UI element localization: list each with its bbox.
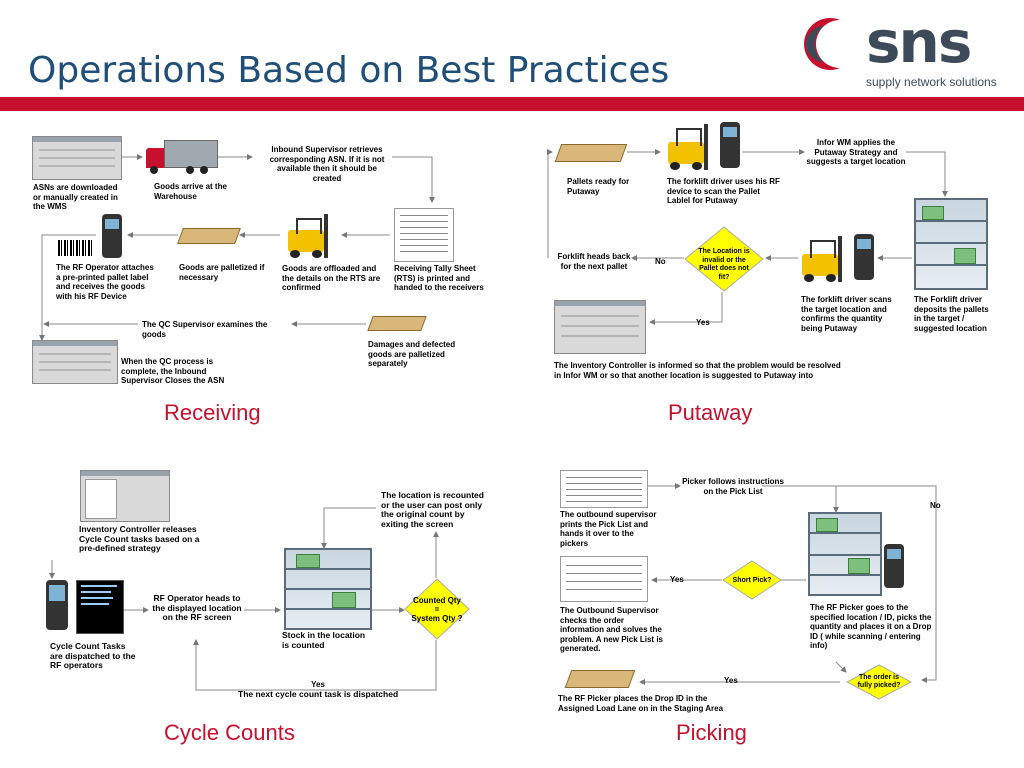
picking-section-title: Picking <box>676 720 747 745</box>
picking-prints-list-text: The outbound supervisor prints the Pick … <box>560 510 657 548</box>
picking-rack-icon <box>808 512 882 596</box>
picking-short-pick-diamond <box>722 560 782 600</box>
picking-places-drop-text: The RF Picker places the Drop ID in the … <box>558 694 724 713</box>
forklift-icon <box>284 214 336 258</box>
sns-logo-icon <box>800 14 860 74</box>
cycle-release-screen-image <box>80 470 170 522</box>
cycle-rack-icon <box>284 548 372 630</box>
damaged-pallet-icon <box>367 316 427 331</box>
pick-list-image <box>560 470 648 508</box>
cycle-recounted-text: The location is recounted or the user ca… <box>381 490 484 529</box>
cycle-rf-screen-image <box>76 580 124 634</box>
page-title: Operations Based on Best Practices <box>28 50 670 91</box>
picking-rf-device-icon <box>884 544 904 588</box>
putaway-rf-device-icon <box>720 122 740 168</box>
cycle-decision-diamond <box>404 578 470 640</box>
putaway-forklift-back-text: Forklift heads back for the next pallet <box>557 252 631 271</box>
header-divider <box>0 97 1024 111</box>
putaway-decision-diamond <box>684 226 764 292</box>
logo-tagline: supply network solutions <box>866 75 997 89</box>
putaway-inventory-informed-text: The Inventory Controller is informed so … <box>554 361 841 380</box>
putaway-driver-scans-text: The forklift driver scans the target loc… <box>801 295 892 333</box>
receiving-palletized-text: Goods are palletized if necessary <box>179 263 265 282</box>
putaway-yes-label: Yes <box>696 318 710 327</box>
tally-sheet-image <box>394 208 454 262</box>
putaway-deposits-text: The Forklift driver deposits the pallets… <box>914 295 989 333</box>
picking-drop-pallet-icon <box>564 670 636 688</box>
putaway-location-invalid-text: The Location is invalid or the Pallet do… <box>698 248 750 281</box>
receiving-section-title: Receiving <box>164 400 261 425</box>
putaway-forklift-icon <box>666 124 714 170</box>
picking-short-pick-text: Short Pick? <box>732 577 772 584</box>
putaway-section-title: Putaway <box>668 400 753 425</box>
cycle-yes-label: Yes <box>311 680 325 689</box>
asn-screen-image <box>32 136 122 180</box>
picking-fully-picked-text: The order is fully picked? <box>857 674 901 689</box>
putaway-pallets-ready-text: Pallets ready for Putaway <box>567 177 630 196</box>
cycle-dispatched-text: Cycle Count Tasks are dispatched to the … <box>50 641 136 670</box>
barcode-icon <box>58 240 94 256</box>
receiving-goods-arrive-text: Goods arrive at the Warehouse <box>154 182 227 201</box>
putaway-rack-icon <box>914 198 988 290</box>
picking-yes-short-label: Yes <box>670 575 684 584</box>
cycle-system-qty-text: System Qty ? <box>411 614 463 623</box>
receiving-rf-operator-text: The RF Operator attaches a pre-printed p… <box>56 263 154 301</box>
putaway-rf-device-2-icon <box>854 234 874 280</box>
putaway-pallet-icon <box>554 144 628 162</box>
truck-icon <box>146 140 218 174</box>
picking-outbound-checks-text: The Outbound Supervisor checks the order… <box>560 606 663 653</box>
cycle-heads-to-text: RF Operator heads to the displayed locat… <box>152 593 242 622</box>
receiving-qc-complete-text: When the QC process is complete, the Inb… <box>121 357 225 385</box>
cycle-equals-text: = <box>434 605 440 614</box>
receiving-tally-text: Receiving Tally Sheet (RTS) is printed a… <box>394 264 484 292</box>
receiving-supervisor-text: Inbound Supervisor retrieves correspondi… <box>269 145 385 183</box>
putaway-infor-applies-text: Infor WM applies the Putaway Strategy an… <box>806 138 906 166</box>
rf-device-icon <box>102 214 122 258</box>
logo-brand: sns <box>866 8 972 76</box>
cycle-next-task-text: The next cycle count task is dispatched <box>238 689 399 699</box>
putaway-forklift-scan-text: The forklift driver uses his RF device t… <box>667 177 780 205</box>
cycle-releases-text: Inventory Controller releases Cycle Coun… <box>79 524 200 553</box>
picking-no-label: No <box>930 501 941 510</box>
new-pick-list-image <box>560 556 648 602</box>
receiving-offloaded-text: Goods are offloaded and the details on t… <box>282 264 381 292</box>
picking-fully-picked-diamond <box>845 664 913 700</box>
cycle-rf-device-icon <box>46 580 68 630</box>
putaway-inventory-screen-image <box>554 300 646 354</box>
pallet-icon <box>177 228 241 244</box>
cycle-stock-counted-text: Stock in the location is counted <box>282 630 366 650</box>
cycle-counted-qty-text: Counted Qty <box>413 596 461 605</box>
picking-picker-goes-text: The RF Picker goes to the specified loca… <box>810 603 932 650</box>
putaway-no-label: No <box>655 257 666 266</box>
cycle-section-title: Cycle Counts <box>164 720 295 745</box>
picking-follows-text: Picker follows instructions on the Pick … <box>682 477 784 496</box>
putaway-forklift-2-icon <box>800 236 848 282</box>
close-asn-screen-image <box>32 340 118 384</box>
receiving-asn-text: ASNs are downloaded or manually created … <box>33 183 118 211</box>
picking-yes-full-label: Yes <box>724 676 738 685</box>
receiving-damages-text: Damages and defected goods are palletize… <box>368 340 456 368</box>
receiving-qc-examines-text: The QC Supervisor examines the goods <box>142 320 268 339</box>
